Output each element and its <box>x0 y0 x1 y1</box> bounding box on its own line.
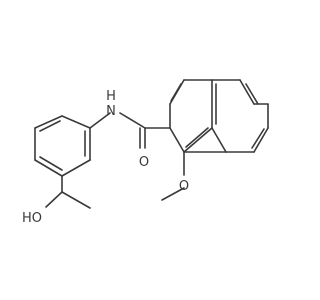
bond <box>39 120 61 132</box>
bonds <box>34 79 269 209</box>
bond <box>245 83 259 105</box>
bond <box>161 187 185 201</box>
bond <box>39 156 63 171</box>
hydroxyl-label: HO <box>22 211 42 226</box>
bond <box>253 127 269 153</box>
bond <box>61 159 91 177</box>
bond <box>34 115 63 129</box>
bond <box>89 112 111 129</box>
atom-labels: N H O O HO <box>22 89 189 226</box>
bond <box>251 128 265 149</box>
amide-hydrogen-label: H <box>106 89 116 104</box>
bond <box>34 159 63 177</box>
methoxy-oxygen-label: O <box>179 179 189 194</box>
nitrogen-label: N <box>106 104 116 119</box>
bond <box>169 127 185 153</box>
bond <box>185 127 209 148</box>
bond <box>61 115 91 129</box>
bond <box>61 191 91 209</box>
chemical-structure-diagram: N H O O HO <box>22 79 269 226</box>
bond <box>45 191 63 208</box>
carbonyl-oxygen-label: O <box>139 155 149 170</box>
bond <box>183 127 213 153</box>
bond <box>239 79 255 105</box>
bond <box>170 83 182 102</box>
bond <box>119 112 146 129</box>
bond <box>211 127 227 153</box>
